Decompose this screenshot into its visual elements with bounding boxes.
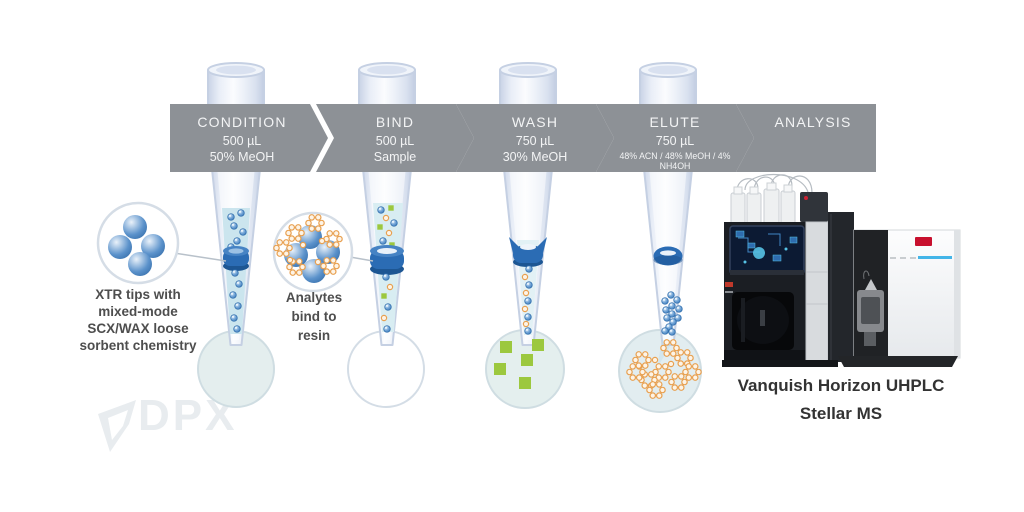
step-volume: 500 µL: [375, 134, 415, 148]
step-banner-wash: WASH 750 µL 30% MeOH: [456, 104, 614, 172]
wash-contents: [509, 237, 547, 335]
callout-line: resin: [297, 328, 331, 343]
degasser-module: [800, 192, 828, 222]
wash-impurities: [494, 339, 544, 389]
callout-line: SCX/WAX loose: [87, 321, 189, 336]
step-banner-bind: BIND 500 µL Sample: [316, 104, 474, 172]
step-banner-analysis: ANALYSIS: [736, 104, 876, 172]
step-title: CONDITION: [197, 114, 287, 130]
callout-sorbent: [96, 201, 227, 285]
step-banner-elute: ELUTE 750 µL 48% ACN / 48% MeOH / 4% NH4…: [596, 104, 754, 172]
step-banner-condition: CONDITION 500 µL 50% MeOH: [170, 104, 328, 172]
column-compartment: [805, 221, 829, 363]
drop-contents: [494, 339, 702, 399]
instrument-base: [838, 356, 958, 367]
sorbent-callout-text: XTR tips with mixed-mode SCX/WAX loose s…: [60, 286, 216, 354]
step-title: WASH: [511, 114, 559, 130]
callout-analytes: [272, 211, 374, 293]
step-title: ELUTE: [649, 114, 701, 130]
step-solvent: Sample: [373, 150, 417, 164]
bind-contents: [370, 203, 404, 333]
callout-line: mixed-mode: [98, 304, 178, 319]
step-title: BIND: [375, 114, 415, 130]
analytes-callout-text: Analytes bind to resin: [258, 288, 370, 345]
ms-logo-badge: [915, 237, 932, 246]
step-solvent: 50% MeOH: [209, 150, 275, 164]
instrument-illustration: [722, 174, 961, 367]
ms-caption: Stellar MS: [799, 404, 883, 423]
callout-line: XTR tips with: [95, 287, 181, 302]
instrument-caption: Vanquish Horizon UHPLC Stellar MS: [706, 376, 976, 424]
step-solvent: 48% ACN / 48% MeOH / 4% NH4OH: [619, 151, 731, 171]
dpx-flag-icon: [98, 400, 136, 452]
callout-line: bind to: [291, 309, 337, 324]
step-title: ANALYSIS: [774, 114, 852, 130]
uhplc-caption: Vanquish Horizon UHPLC: [737, 376, 945, 395]
tip-contents: [222, 203, 683, 368]
solvent-bottles: [730, 182, 796, 225]
callout-line: sorbent chemistry: [79, 338, 197, 353]
step-volume: 500 µL: [222, 134, 262, 148]
step-solvent: 30% MeOH: [502, 150, 568, 164]
uhplc-tower: [724, 222, 806, 362]
step-volume: 750 µL: [655, 134, 695, 148]
pump-tower: [828, 212, 854, 362]
condition-contents: [222, 208, 250, 334]
step-volume: 750 µL: [515, 134, 555, 148]
callout-line: Analytes: [285, 290, 343, 305]
ms-body: [853, 229, 961, 359]
